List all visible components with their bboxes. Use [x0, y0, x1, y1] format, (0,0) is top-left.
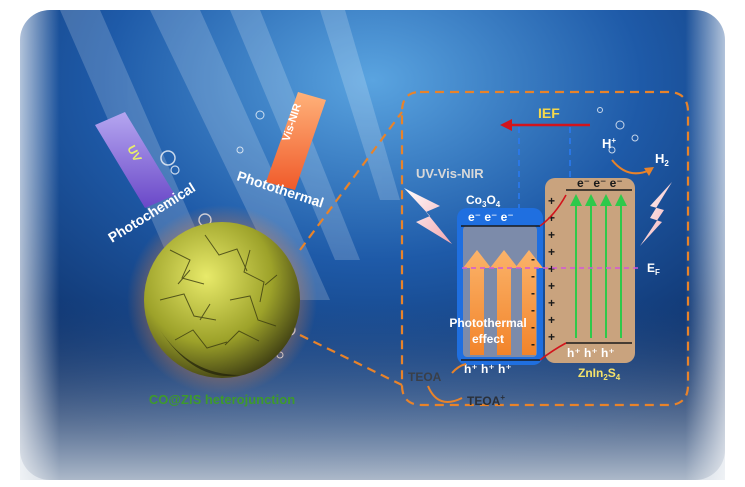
bubbles	[160, 107, 639, 359]
uv-label: UV	[124, 143, 144, 164]
interface-guides	[518, 127, 571, 360]
fermi-level-label: EF	[647, 261, 660, 277]
svg-text:-: -	[531, 337, 535, 351]
positive-charges: + + + + + + + + +	[548, 194, 555, 344]
zoom-callout	[299, 90, 690, 407]
light-bolt-left-icon	[404, 188, 452, 244]
heterojunction-label: CO@ZIS heterojunction	[149, 392, 295, 407]
svg-text:+: +	[548, 194, 555, 208]
photothermal-arrows	[463, 250, 543, 355]
svg-text:+: +	[548, 313, 555, 327]
svg-text:+: +	[548, 279, 555, 293]
co3o4-holes: h⁺ h⁺ h⁺	[464, 362, 512, 376]
zis-electrons: e⁻ e⁻ e⁻	[577, 176, 623, 190]
ief-arrowhead	[500, 119, 512, 131]
hole-transfer-curve	[539, 342, 567, 361]
svg-text:-: -	[531, 269, 535, 283]
co-zis-particle	[144, 222, 300, 378]
hydrogen-evolution-arrowhead	[644, 167, 654, 176]
negative-charges: - - - - - -	[531, 252, 535, 351]
light-bolt-right-icon	[640, 182, 672, 246]
svg-text:-: -	[531, 320, 535, 334]
svg-text:+: +	[548, 262, 555, 276]
vis-nir-light-beam	[266, 92, 326, 190]
teoa-plus-label: TEOA+	[467, 393, 505, 408]
svg-text:-: -	[531, 303, 535, 317]
h-plus-label: H+	[602, 136, 616, 151]
co3o4-label: Co3O4	[466, 193, 501, 209]
co3o4-electrons: e⁻ e⁻ e⁻	[468, 210, 514, 224]
h2-label: H2	[655, 151, 669, 168]
svg-text:-: -	[531, 286, 535, 300]
teoa-hole-arrow	[451, 363, 467, 374]
teoa-label: TEOA	[408, 370, 442, 384]
svg-text:+: +	[548, 228, 555, 242]
teoa-oxidation-arrow	[427, 385, 463, 403]
photothermal-effect-line2: effect	[472, 332, 504, 346]
svg-text:+: +	[548, 245, 555, 259]
excitation-arrows	[570, 194, 627, 338]
svg-text:+: +	[548, 330, 555, 344]
uv-vis-nir-label: UV-Vis-NIR	[416, 166, 484, 181]
svg-text:-: -	[531, 252, 535, 266]
zis-holes: h⁺ h⁺ h⁺	[567, 346, 615, 360]
photothermal-effect-line1: Photothermal	[449, 316, 526, 330]
uv-light-beam	[95, 112, 175, 208]
ief-label: IEF	[538, 105, 560, 121]
znin2s4-label: ZnIn2S4	[578, 366, 621, 382]
svg-text:+: +	[548, 296, 555, 310]
electron-transfer-curve	[539, 194, 567, 227]
svg-text:+: +	[548, 211, 555, 225]
